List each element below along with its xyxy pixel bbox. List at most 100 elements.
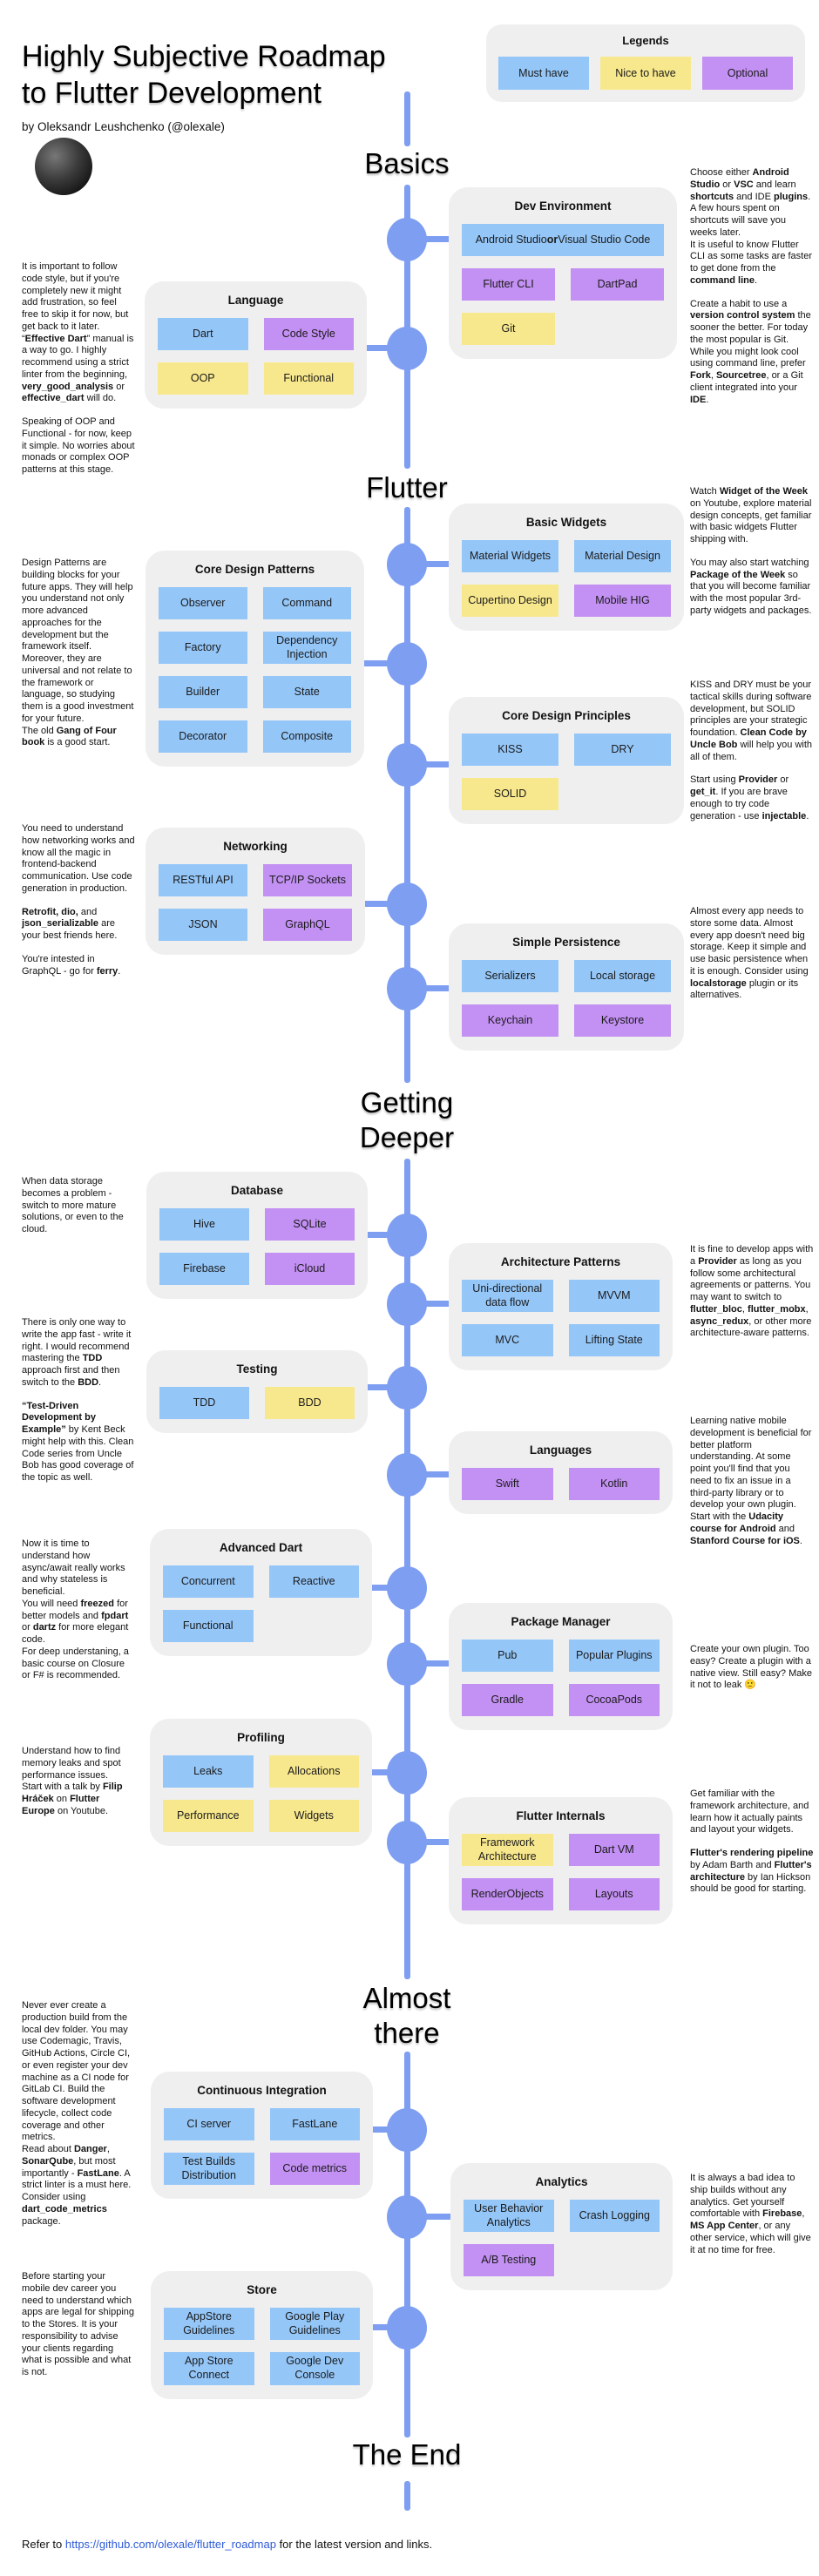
footer: Refer to https://github.com/olexale/flut… [22, 2538, 432, 2551]
topic-chip: BDD [265, 1387, 355, 1419]
group-title: Dev Environment [514, 199, 612, 213]
topic-chip: Framework Architecture [462, 1834, 553, 1867]
group-title: Profiling [237, 1731, 285, 1744]
note-paragraph: Create a habit to use a version control … [690, 298, 811, 405]
section-heading-the-end: The End [0, 2437, 814, 2472]
note-testing: There is only one way to write the app f… [22, 1317, 135, 1496]
topic-chip: Code Style [263, 318, 354, 350]
github-link[interactable]: https://github.com/olexale/flutter_roadm… [64, 2538, 276, 2551]
topic-chip: TDD [159, 1387, 249, 1419]
note-paragraph: It is important to follow code style, bu… [22, 261, 134, 404]
note-paragraph: Never ever create a production build fro… [22, 2000, 132, 2227]
topic-chip: Functional [163, 1610, 254, 1642]
topic-chip: Allocations [268, 1755, 359, 1788]
timeline-node [387, 1366, 427, 1410]
topic-chip: Composite [262, 720, 351, 754]
topic-chip: SQLite [265, 1208, 355, 1241]
topic-chip: Dart VM [568, 1834, 660, 1867]
note-paragraph: Create your own plugin. Too easy? Create… [690, 1644, 813, 1691]
timeline-connector [360, 901, 409, 907]
byline: by Oleksandr Leushchenko (@olexale) [22, 120, 225, 133]
topic-chip: MVVM [568, 1280, 660, 1313]
group-title: Language [227, 294, 284, 307]
group-chips: Swift Kotlin [462, 1468, 660, 1500]
timeline-node [387, 967, 427, 1011]
topic-chip: Concurrent [163, 1565, 254, 1598]
section-heading-flutter: Flutter [0, 470, 814, 505]
topic-chip: Hive [159, 1208, 249, 1241]
section-heading-line: Flutter [366, 471, 448, 504]
topic-chip: Keychain [462, 1004, 558, 1037]
topic-chip: User Behavior Analytics [464, 2200, 554, 2233]
note-ci: Never ever create a production build fro… [22, 2000, 135, 2239]
footer-text: Refer to [22, 2538, 65, 2551]
topic-chip: Flutter CLI [462, 268, 555, 301]
section-heading-basics: Basics [0, 146, 814, 181]
timeline-node [387, 2195, 427, 2239]
group-title: Basic Widgets [525, 516, 607, 529]
timeline-connector [360, 1769, 409, 1775]
note-paragraph: KISS and DRY must be your tactical skill… [690, 679, 812, 762]
topic-chip: Git [462, 313, 555, 345]
section-heading-line: Getting [360, 1086, 454, 1119]
section-heading-line: Basics [364, 147, 450, 179]
timeline-connector [408, 761, 453, 767]
group-title: Languages [529, 1444, 592, 1457]
topic-chip: Local storage [574, 960, 671, 992]
timeline-node [387, 1214, 427, 1257]
timeline-segment [404, 91, 410, 146]
note-paragraph: Retrofit, dio, and json_serializable are… [22, 906, 118, 942]
topic-chip: Keystore [574, 1004, 671, 1037]
note-paragraph: Now it is time to understand how async/a… [22, 1538, 129, 1681]
timeline-connector [408, 1839, 453, 1845]
topic-chip: Popular Plugins [568, 1640, 660, 1672]
topic-chip: App Store Connect [164, 2352, 254, 2385]
topic-chip: Code metrics [269, 2153, 360, 2186]
topic-chip: Leaks [163, 1755, 254, 1788]
topic-chip: RESTful API [159, 864, 247, 896]
note-paragraph: It is always a bad idea to ship builds w… [690, 2173, 811, 2255]
note-analytics: It is always a bad idea to ship builds w… [690, 2173, 812, 2268]
topic-chip: Firebase [159, 1253, 249, 1285]
group-title: Analytics [535, 2175, 588, 2188]
group-title: Testing [236, 1362, 278, 1376]
section-heading-line: Almost [362, 1982, 451, 2014]
timeline-connector [360, 2126, 409, 2133]
note-dev-environment: Choose either Android Studio or VSC and … [690, 167, 814, 417]
topic-chip: JSON [159, 909, 247, 941]
note-paragraph: You may also start watching Package of t… [690, 557, 812, 616]
note-paragraph: Start using Provider or get_it. If you a… [690, 774, 809, 821]
topic-chip: Builder [159, 676, 247, 709]
topic-chip: Swift [462, 1468, 553, 1500]
note-paragraph: Get familiar with the framework architec… [690, 1788, 809, 1836]
timeline-node [387, 1282, 427, 1326]
timeline-node [387, 1566, 427, 1610]
topic-chip: Dart [158, 318, 248, 350]
note-profiling: Understand how to find memory leaks and … [22, 1746, 135, 1829]
timeline-connector [408, 1660, 453, 1667]
timeline-connector [360, 1384, 409, 1390]
topic-chip: DartPad [571, 268, 664, 301]
topic-chip: Kotlin [568, 1468, 660, 1500]
note-paragraph: There is only one way to write the app f… [22, 1317, 132, 1388]
